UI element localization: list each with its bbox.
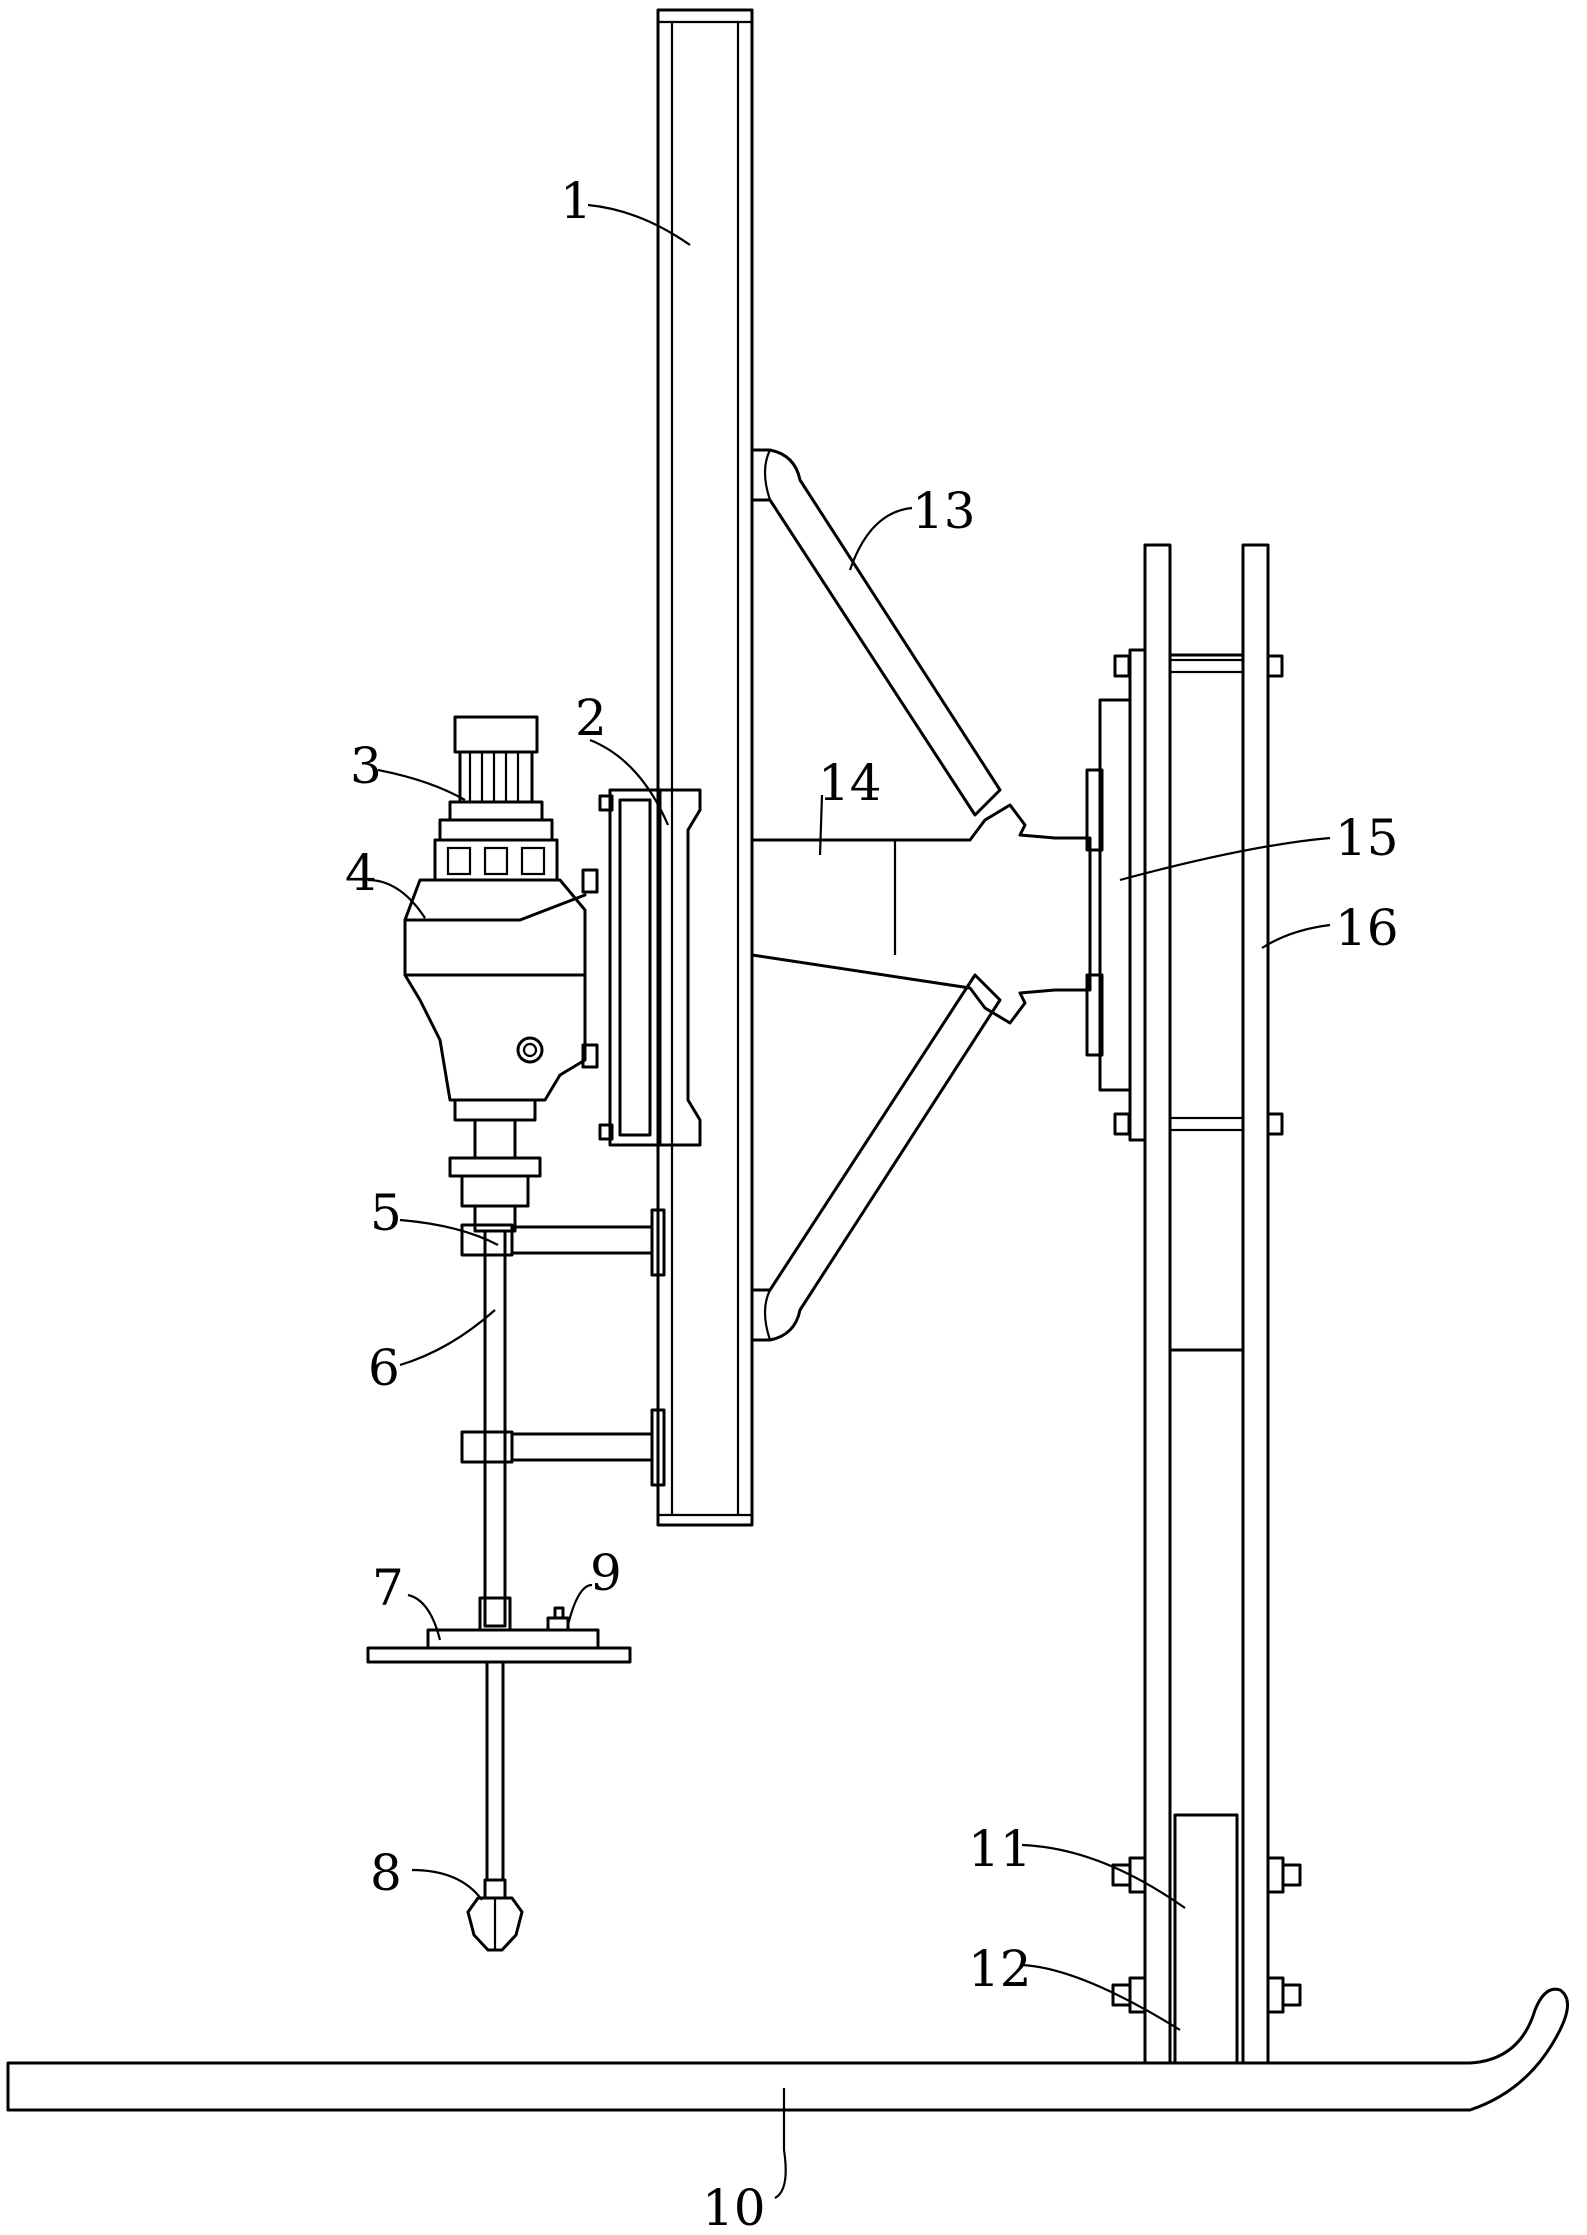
label-11: 11 — [968, 1820, 1032, 1878]
label-5: 5 — [370, 1184, 402, 1242]
lower-clamp — [460, 1408, 666, 1487]
label-14: 14 — [818, 754, 882, 812]
clamp-part-5 — [460, 1208, 666, 1277]
label-7: 7 — [372, 1559, 404, 1617]
strut-part-13 — [750, 448, 1002, 1342]
label-4: 4 — [345, 844, 377, 902]
flange-part-15 — [1085, 648, 1147, 1142]
leader-lines — [367, 203, 1331, 2199]
label-8: 8 — [370, 1844, 402, 1902]
label-9: 9 — [590, 1544, 622, 1602]
bit-part-8 — [466, 1660, 524, 1952]
label-1: 1 — [560, 172, 592, 230]
rail-part-10 — [6, 1987, 1569, 2112]
bolts-part-12 — [1111, 1976, 1302, 2014]
label-15: 15 — [1335, 809, 1399, 867]
label-6: 6 — [368, 1339, 400, 1397]
carriage-part-2 — [581, 788, 702, 1147]
reference-labels: 1 2 3 4 5 6 7 8 9 10 11 12 13 14 15 16 — [345, 172, 1399, 2235]
column-part-16 — [1113, 543, 1284, 2065]
beam-part-14 — [750, 803, 1092, 1025]
label-16: 16 — [1335, 899, 1399, 957]
label-10: 10 — [702, 2179, 766, 2235]
disc-part-7 — [366, 1596, 632, 1664]
bolt-part-9 — [546, 1606, 570, 1632]
label-13: 13 — [912, 482, 976, 540]
gearbox-part-4 — [403, 838, 587, 1122]
label-2: 2 — [575, 689, 607, 747]
motor-part-3 — [438, 715, 554, 842]
shaft-part-6 — [448, 1118, 542, 1628]
label-12: 12 — [968, 1940, 1032, 1998]
mast-part-1 — [656, 8, 754, 1527]
base-plate-part-11 — [1111, 1813, 1302, 2065]
label-3: 3 — [350, 737, 382, 795]
